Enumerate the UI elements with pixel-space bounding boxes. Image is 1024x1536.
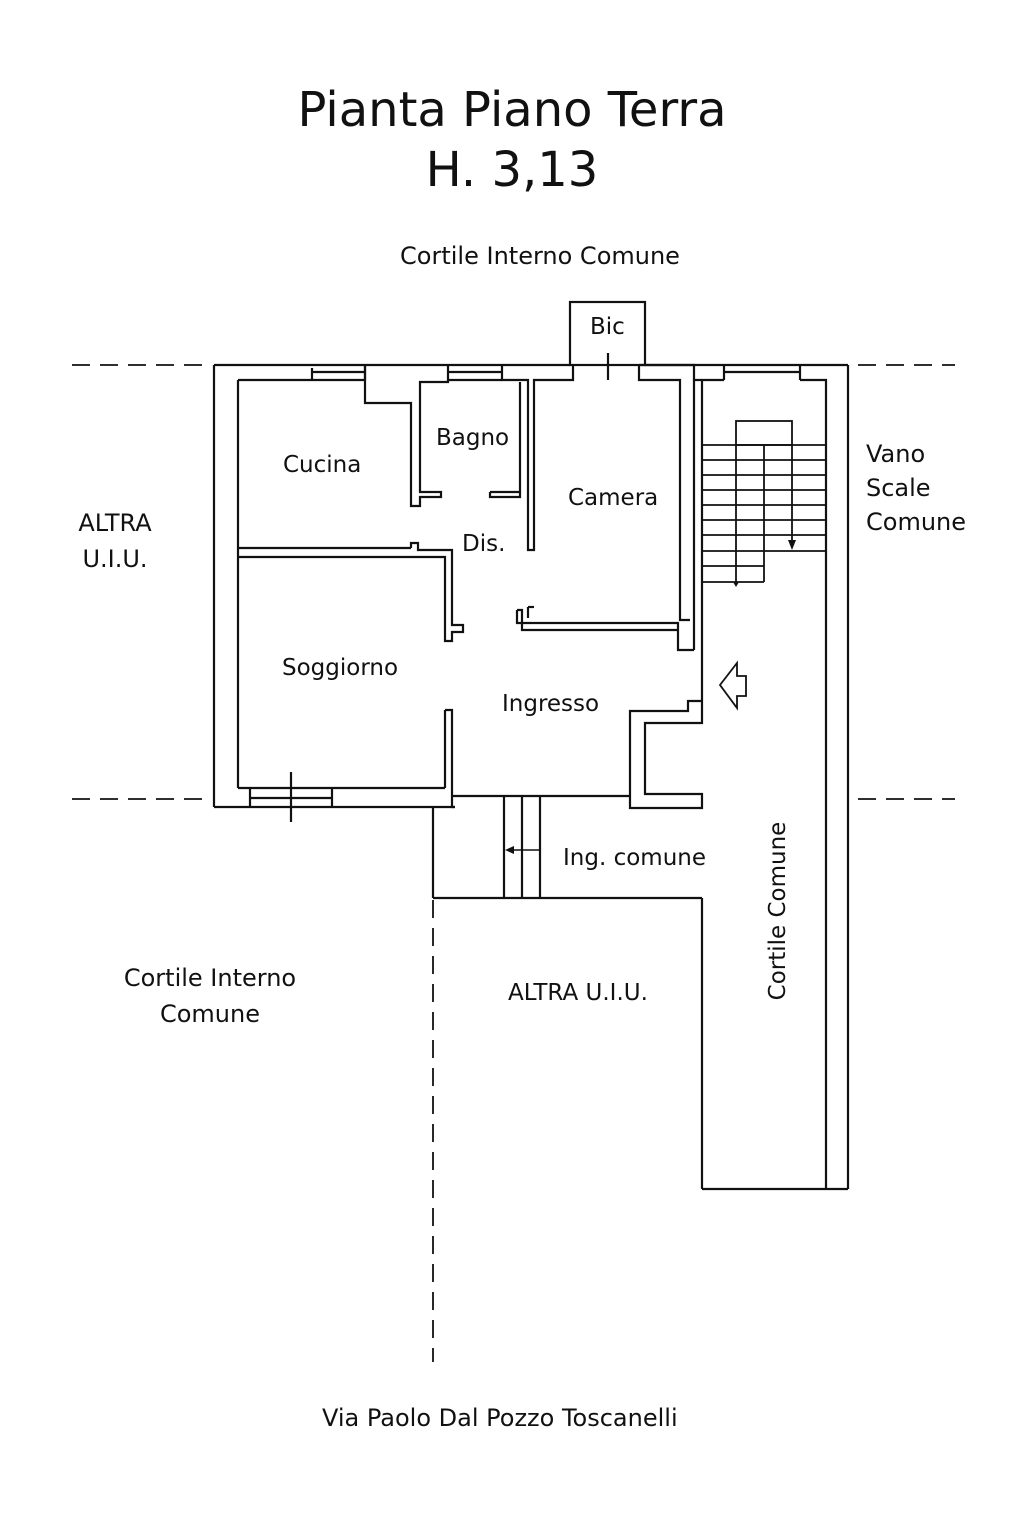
label-altra-uiu-left-line1: ALTRA <box>78 509 152 537</box>
label-altra-uiu-bottom: ALTRA U.I.U. <box>508 980 648 1006</box>
staircase <box>702 420 826 583</box>
label-vano-line2: Scale <box>866 474 931 502</box>
label-cortile-bottom-left: Cortile Interno Comune <box>90 960 330 1032</box>
label-cortile-comune-vertical: Cortile Comune <box>765 821 791 1001</box>
label-altra-uiu-left: ALTRA U.I.U. <box>40 505 190 577</box>
label-altra-uiu-left-line2: U.I.U. <box>82 545 148 573</box>
label-vano-line1: Vano <box>866 440 926 468</box>
room-label-cucina: Cucina <box>283 452 362 478</box>
entrance-arrow-icon <box>718 660 747 711</box>
label-cortile-bl-line2: Comune <box>159 1000 260 1028</box>
label-cortile-bl-line1: Cortile Interno <box>123 964 297 992</box>
room-label-camera: Camera <box>568 485 659 511</box>
stair-arrow-icon <box>788 540 796 550</box>
ing-comune-arrow-icon <box>505 846 514 854</box>
label-street: Via Paolo Dal Pozzo Toscanelli <box>322 1404 678 1432</box>
label-vano-line3: Comune <box>866 508 967 536</box>
label-vano-scale: Vano Scale Comune <box>866 437 966 539</box>
room-label-ing-comune: Ing. comune <box>563 845 707 871</box>
room-label-bic: Bic <box>590 314 625 340</box>
room-label-dis: Dis. <box>462 531 506 557</box>
outer-wall <box>212 300 850 1191</box>
boundary-dashed-lines <box>72 364 955 1362</box>
plan-title: Pianta Piano Terra <box>297 82 727 138</box>
room-label-bagno: Bagno <box>436 425 510 451</box>
plan-height: H. 3,13 <box>425 142 599 198</box>
room-label-soggiorno: Soggiorno <box>282 655 399 681</box>
stair-arrow-icon <box>733 582 739 587</box>
label-cortile-top: Cortile Interno Comune <box>400 242 680 270</box>
room-label-ingresso: Ingresso <box>502 691 600 717</box>
